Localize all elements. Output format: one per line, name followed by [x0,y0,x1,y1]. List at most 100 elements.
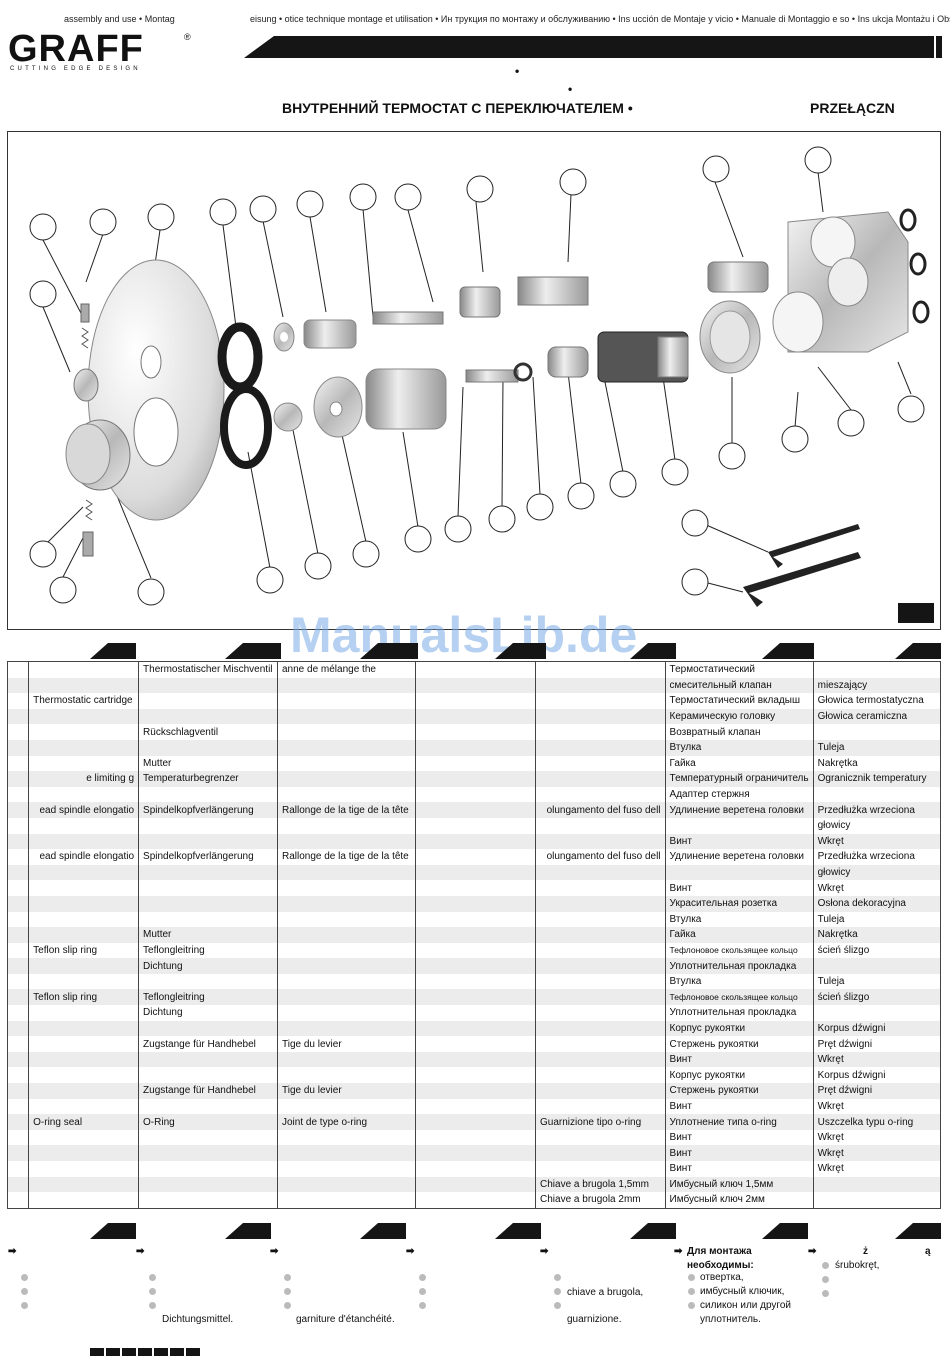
table-cell: Уплотнительная прокладка [664,958,814,974]
table-cell: ścień ślizgo [812,989,942,1006]
table-cell: Винт [664,880,814,896]
tools-pl-item: śrubokręt, [835,1260,880,1271]
diagram-corner-mark [898,603,934,623]
table-cell [276,1020,416,1037]
table-cell [6,864,30,881]
pin-top [80,303,90,323]
table-cell [535,693,666,709]
graff-logo: GRAFF [8,28,144,70]
table-cell: O-Ring [138,1114,278,1130]
table-cell [535,1129,666,1146]
tools-ru-item: отвертка, [700,1272,744,1283]
table-cell [535,1161,666,1177]
spring-bottom [85,499,93,521]
bullet-icon [419,1288,426,1295]
table-cell [138,880,278,896]
table-cell [138,739,278,756]
tools-tab-es [495,1223,541,1239]
table-cell [6,1005,30,1021]
table-cell: Wkręt [812,1051,942,1068]
table-cell [138,833,278,850]
table-cell [414,895,537,912]
table-cell [535,942,666,959]
table-cell [138,1161,278,1177]
table-cell [28,786,140,803]
table-cell [535,958,666,974]
lang-tab-pl [895,643,941,659]
table-cell: Втулка [664,973,814,990]
header-text-left: assembly and use • Montag [64,14,175,24]
table-cell [28,739,140,756]
table-cell: Rallonge de la tige de la tête [276,802,416,818]
table-cell [138,973,278,990]
table-cell [138,1192,278,1209]
table-cell [414,1161,537,1177]
table-cell: Dichtung [138,1005,278,1021]
table-cell [812,724,942,740]
table-cell [138,1176,278,1193]
bushing-lower [273,402,303,432]
table-cell [138,1020,278,1037]
page-title-ru: ВНУТРЕННИЙ ТЕРМОСТАТ С ПЕРЕКЛЮЧАТЕЛЕМ • [282,100,633,116]
tools-tab-pl [895,1223,941,1239]
table-cell: ead spindle elongatio [28,849,140,865]
table-cell: Korpus dźwigni [812,1020,942,1037]
table-cell [138,1145,278,1161]
table-cell [6,1036,30,1052]
table-cell [6,1098,30,1115]
table-cell: Имбусный ключ 1,5мм [664,1176,814,1193]
table-cell [414,833,537,850]
table-cell [535,833,666,850]
callout-circles [29,146,925,606]
table-cell: Винт [664,1161,814,1177]
table-cell [414,1129,537,1146]
table-cell [414,1098,537,1115]
table-cell [6,1192,30,1209]
bullet-icon [822,1276,829,1283]
bullet-icon [419,1274,426,1281]
table-cell [6,833,30,850]
table-cell: Przedłużka wrzeciona [812,849,942,865]
pin-bottom [82,531,94,557]
table-cell [28,1192,140,1209]
table-cell: Керамическую головку [664,708,814,725]
table-cell [812,1192,942,1209]
table-cell: Korpus dźwigni [812,1067,942,1084]
table-cell [276,895,416,912]
table-cell [28,973,140,990]
table-cell: Zugstange für Handhebel [138,1036,278,1052]
table-cell: Thermostatischer Mischventil [138,661,278,678]
table-cell [6,739,30,756]
table-cell: Тефлоновое скользящее кольцо [664,942,814,959]
table-cell [276,786,416,803]
table-cell [276,1176,416,1193]
table-cell [535,989,666,1006]
bullet-icon [284,1288,291,1295]
table-cell [28,864,140,881]
table-cell [6,927,30,943]
tools-fr-sealant: garniture d'étanchéité. [296,1314,395,1325]
table-cell: Głowica ceramiczna [812,708,942,725]
table-cell [6,755,30,772]
table-cell: Przedłużka wrzeciona [812,802,942,818]
table-cell [414,1020,537,1037]
table-cell: Chiave a brugola 2mm [535,1192,666,1209]
o-ring-body-2 [909,252,927,276]
table-cell [414,708,537,725]
table-cell [138,1067,278,1084]
table-cell: Уплотнение типа o-ring [664,1114,814,1130]
table-cell [6,1051,30,1068]
arrow-icon: ➡ [8,1246,17,1257]
table-cell: Втулка [664,911,814,928]
